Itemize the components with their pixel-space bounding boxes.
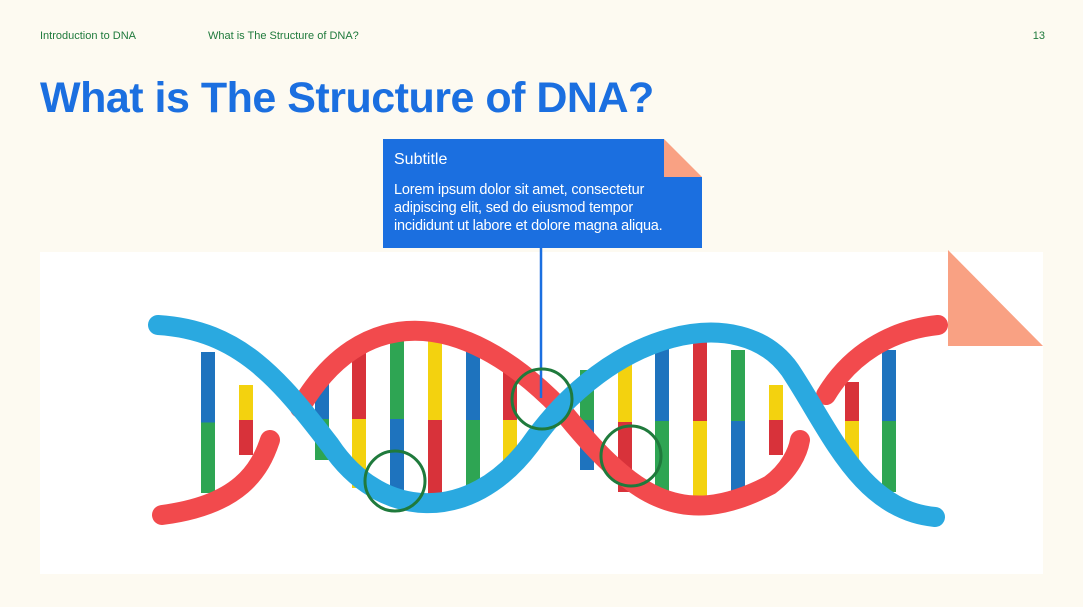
base-pair-rung-16-top (882, 350, 896, 421)
base-pair-rung-13-bottom (731, 421, 745, 492)
slide-title: What is The Structure of DNA? (40, 74, 654, 122)
base-pair-rung-4-top (352, 350, 366, 419)
base-pair-rung-14-top (769, 385, 783, 420)
base-pair-rung-1-top (201, 352, 215, 423)
highlight-circle-right (599, 424, 663, 488)
base-pair-rung-15-top (845, 382, 859, 421)
base-pair-rung-2-bottom (239, 420, 253, 455)
breadcrumb-topic[interactable]: What is The Structure of DNA? (208, 30, 359, 42)
base-pair-rung-14-bottom (769, 420, 783, 455)
base-pair-rung-13-top (731, 350, 745, 421)
base-pair-rung-5-top (390, 340, 404, 419)
base-pair-rung-6-top (428, 340, 442, 420)
base-pair-rung-16-bottom (882, 421, 896, 492)
base-pair-rung-2-top (239, 385, 253, 420)
base-pair-rung-5-bottom (390, 419, 404, 498)
highlight-circle-center (510, 367, 574, 431)
subtitle-callout: Subtitle Lorem ipsum dolor sit amet, con… (383, 139, 702, 248)
base-pair-rung-6-bottom (428, 420, 442, 500)
base-pair-rung-12-bottom (693, 421, 707, 502)
corner-triangle-decoration (948, 250, 1043, 346)
highlight-circle-left (363, 449, 427, 513)
callout-heading: Subtitle (394, 151, 448, 168)
page-number: 13 (1032, 30, 1045, 42)
dna-strand-red (152, 315, 948, 525)
base-pair-rung-1-bottom (201, 422, 215, 493)
base-pair-rung-12-top (693, 340, 707, 421)
base-pair-rung-7-top (466, 350, 480, 420)
base-pair-rung-11-top (655, 340, 669, 421)
callout-body: Lorem ipsum dolor sit amet, consectetur … (394, 182, 663, 234)
breadcrumb-section[interactable]: Introduction to DNA (40, 30, 136, 42)
callout-folded-corner (664, 139, 702, 177)
base-pair-rung-7-bottom (466, 420, 480, 490)
dna-strand-blue (148, 315, 945, 527)
